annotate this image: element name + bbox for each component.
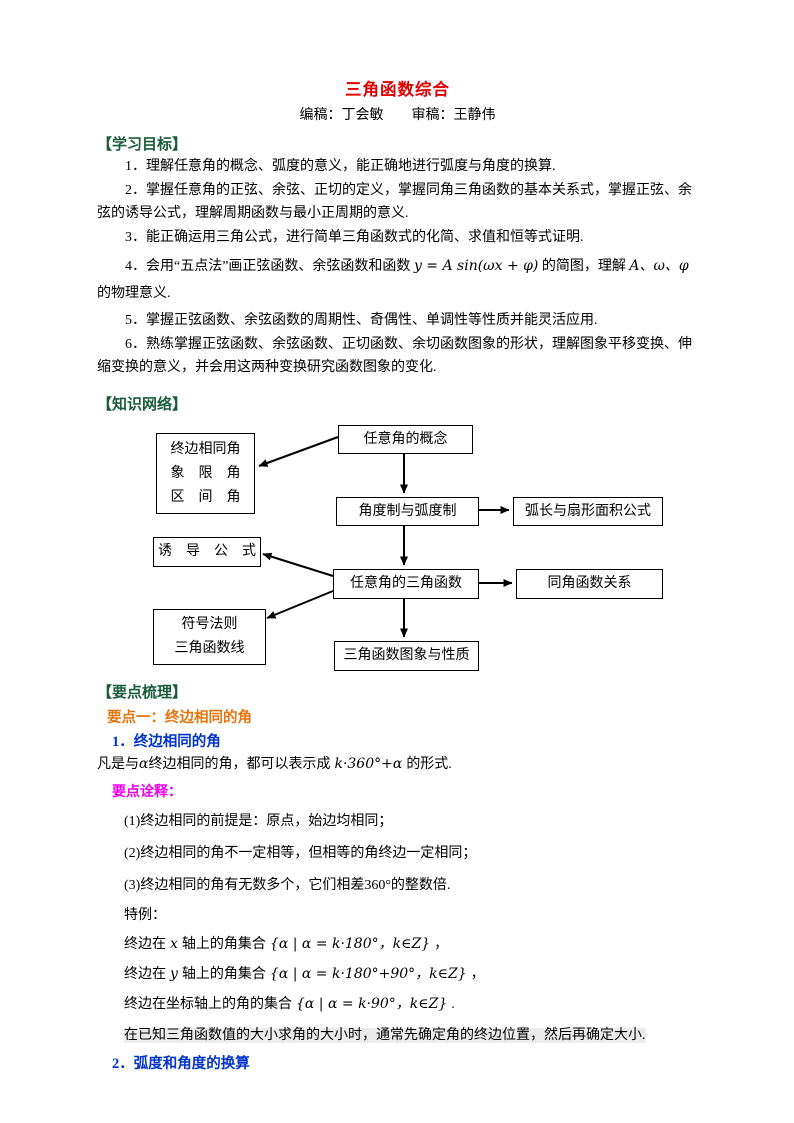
special2-pre: 终边在	[124, 967, 166, 982]
flow-box-sign-rule-line1: 符号法则	[181, 617, 238, 632]
flow-box-degree-radian: 角度制与弧度制	[336, 497, 479, 526]
flow-box-sign-rule-line2: 三角函数线	[174, 641, 245, 656]
doc-title: 三角函数综合	[345, 80, 450, 99]
special2-post: ，	[470, 967, 485, 982]
section-header-network: 【知识网络】	[97, 397, 188, 413]
special-label: 特例：	[124, 908, 166, 923]
byline-reviewer: 审稿：王静伟	[411, 108, 496, 123]
special1-pre: 终边在	[124, 937, 166, 952]
objective-item-6: 6．熟练掌握正弦函数、余弦函数、正切函数、余切函数图象的形状，理解图象平移变换、…	[97, 337, 692, 375]
objective-4-mid: 的简图，理解	[538, 259, 630, 274]
objective-4-post: 的物理意义.	[97, 286, 171, 301]
note-1: (1)终边相同的前提是：原点，始边均相同；	[124, 814, 393, 829]
note-3: (3)终边相同的角有无数多个，它们相差360°的整数倍.	[124, 878, 451, 893]
sub2-title: 2．弧度和角度的换算	[112, 1056, 250, 1072]
formula-parameters: A、ω、φ	[629, 258, 689, 274]
tip-line: 在已知三角函数值的大小求角的大小时，通常先确定角的终边位置，然后再确定大小.	[97, 1024, 698, 1047]
formula-sine-function: y = A sin(ωx + φ)	[413, 258, 539, 274]
special2-mid: 轴上的角集合	[181, 967, 266, 982]
notes-label: 要点诠释：	[112, 785, 182, 800]
flow-box-trig-any-angle: 任意角的三角函数	[333, 569, 479, 599]
flow-box-angle-types-line3: 区 间 角	[170, 489, 241, 505]
special1-post: ，	[434, 937, 449, 952]
flow-box-concept: 任意角的概念	[338, 425, 473, 454]
set-formula-x-axis: {α | α = k·180°，k∈Z}	[269, 936, 431, 952]
objective-item-3: 3．能正确运用三角公式，进行简单三角函数式的化简、求值和恒等式证明.	[125, 230, 584, 245]
set-formula-y-axis: {α | α = k·180°+90°，k∈Z}	[269, 966, 467, 982]
special3-pre: 终边在坐标轴上的角的集合	[124, 997, 292, 1012]
flow-arrows	[258, 436, 513, 638]
flow-arrow-trig-to-induction	[262, 552, 334, 577]
x-symbol: x	[170, 936, 178, 952]
note-2: (2)终边相同的角不一定相等，但相等的角终边一定相同；	[124, 846, 477, 861]
tip-text: 在已知三角函数值的大小求角的大小时，通常先确定角的终边位置，然后再确定大小.	[124, 1028, 646, 1043]
special3-post: .	[451, 997, 455, 1012]
objective-item-5: 5．掌握正弦函数、余弦函数的周期性、奇偶性、单调性等性质并能灵活应用.	[125, 313, 598, 328]
section-header-outline: 【要点梳理】	[97, 685, 188, 701]
sub1-pre: 凡是与	[97, 757, 139, 772]
formula-k360-alpha: k·360°+α	[334, 756, 403, 772]
set-formula-axes: {α | α = k·90°，k∈Z}	[296, 996, 448, 1012]
flow-box-angle-types-line2: 象 限 角	[170, 465, 241, 481]
flow-box-same-angle-relation: 同角函数关系	[516, 569, 663, 599]
special1-mid: 轴上的角集合	[181, 937, 266, 952]
alpha-symbol: α	[139, 756, 149, 772]
knowledge-network-diagram: 任意角的概念 终边相同角 象 限 角 区 间 角 角度制与弧度制 弧长与扇形面积…	[97, 420, 698, 672]
y-symbol: y	[170, 966, 178, 982]
objective-item-2: 2．掌握任意角的正弦、余弦、正切的定义，掌握同角三角函数的基本关系式，掌握正弦、…	[97, 183, 692, 221]
objective-item-1: 1．理解任意角的概念、弧度的意义，能正确地进行弧度与角度的换算.	[125, 159, 556, 174]
flow-box-induction-formula: 诱 导 公 式	[153, 537, 261, 567]
byline-editor: 编稿：丁会敏	[299, 108, 384, 123]
doc-byline: 编稿：丁会敏 审稿：王静伟	[97, 104, 698, 124]
section-header-objectives: 【学习目标】	[97, 137, 188, 153]
point1-title: 要点一：终边相同的角	[107, 710, 252, 726]
flow-arrow-concept-to-angles	[258, 436, 339, 467]
flow-box-angle-types: 终边相同角 象 限 角 区 间 角	[156, 433, 255, 514]
flow-box-arc-area: 弧长与扇形面积公式	[513, 497, 663, 526]
special-case-axes: 终边在坐标轴上的角的集合 {α | α = k·90°，k∈Z}.	[97, 992, 698, 1017]
sub1-post: 的形式.	[406, 757, 452, 772]
flow-box-graph-properties: 三角函数图象与性质	[334, 641, 479, 671]
objective-4-pre: 4．会用“五点法”画正弦函数、余弦函数和函数	[125, 259, 414, 274]
sub1-mid: 终边相同的角，都可以表示成	[148, 757, 331, 772]
flow-arrow-trig-to-sign	[266, 590, 334, 619]
flow-box-sign-rule: 符号法则 三角函数线	[153, 609, 266, 665]
sub1-title: 1．终边相同的角	[112, 734, 221, 750]
objective-item-4: 4．会用“五点法”画正弦函数、余弦函数和函数 y = A sin(ωx + φ)…	[97, 253, 698, 307]
flow-box-angle-types-line1: 终边相同角	[170, 441, 241, 457]
